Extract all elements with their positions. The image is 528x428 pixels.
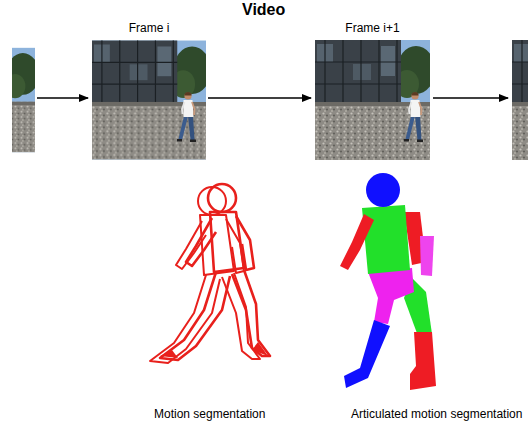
illustration-part	[315, 40, 435, 160]
illustration-part	[410, 332, 436, 390]
partial-frame-right	[512, 40, 528, 160]
partial-frame-left	[12, 48, 35, 152]
illustration-part	[344, 320, 390, 388]
diagram-title: Video	[242, 0, 285, 19]
illustration-part	[232, 270, 270, 356]
illustration-part	[366, 173, 400, 207]
illustration-part	[160, 184, 270, 360]
flow-arrow	[433, 97, 508, 98]
illustration-part	[160, 342, 268, 358]
video-frame-photo	[315, 40, 435, 160]
video-frame-photo	[92, 41, 211, 160]
illustration-part	[512, 40, 528, 160]
flow-arrow	[37, 97, 88, 98]
illustration-part	[368, 268, 414, 324]
illustration-part	[236, 216, 254, 270]
motion-segmentation-figure	[150, 184, 270, 363]
illustration-part	[12, 48, 35, 152]
illustration-part	[186, 218, 216, 266]
illustration-part	[92, 41, 211, 160]
illustration-part	[404, 92, 423, 142]
flow-arrow	[208, 97, 311, 98]
illustration-part	[177, 92, 196, 142]
illustration-part	[176, 221, 206, 269]
figure-caption: Articulated motion segmentation	[351, 407, 522, 421]
video-frame: Frame i+1	[315, 40, 430, 160]
illustration-part	[208, 184, 236, 212]
frame-label: Frame i	[72, 21, 226, 35]
figure-caption: Motion segmentation	[154, 407, 265, 421]
illustration-part	[420, 236, 434, 276]
illustration-part	[150, 187, 260, 363]
illustration-part	[362, 205, 410, 274]
illustration-part	[160, 272, 230, 360]
frame-label: Frame i+1	[295, 21, 450, 35]
illustration-part	[340, 214, 374, 270]
video-frame: Frame i	[92, 40, 206, 160]
articulated-segmentation-figure	[340, 173, 436, 390]
illustration-part	[150, 275, 220, 363]
